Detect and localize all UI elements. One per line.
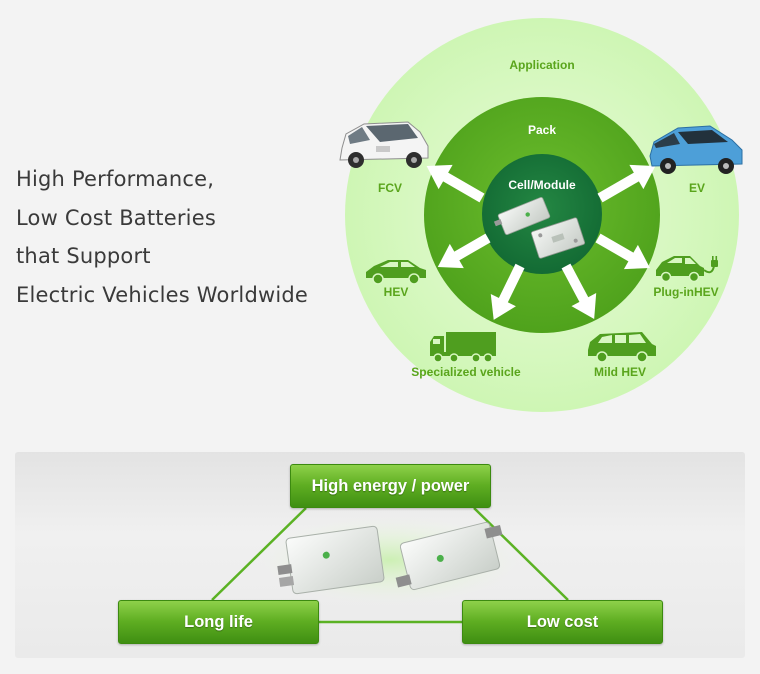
mild-hev-label: Mild HEV: [593, 365, 647, 379]
triangle-edge-left: [211, 507, 307, 601]
pack-ring-label: Pack: [527, 123, 557, 137]
cell-image: [493, 197, 551, 235]
arrow-to-ev-icon: [597, 164, 656, 203]
high-energy-power-button[interactable]: High energy / power: [290, 464, 491, 508]
battery-cell-left-image: [277, 525, 385, 595]
arrow-to-plugin-hev-icon: [595, 233, 650, 270]
arrow-to-specialized-icon: [490, 263, 525, 320]
fcv-label: FCV: [378, 181, 402, 195]
ev-car-icon: [649, 125, 743, 174]
headline-line-3: that Support: [16, 244, 151, 268]
specialized-truck-icon: [430, 332, 496, 363]
plugin-hev-label: Plug-inHEV: [653, 285, 719, 299]
specialized-vehicle-label: Specialized vehicle: [411, 365, 521, 379]
application-ring-label: Application: [509, 58, 575, 72]
fcv-suv-icon: [339, 121, 429, 168]
battery-cell-right-image: [395, 521, 503, 591]
headline-line-2: Low Cost Batteries: [16, 205, 216, 230]
module-image: [530, 217, 586, 259]
arrow-to-mild-hev-icon: [561, 263, 597, 319]
cell-module-label: Cell/Module: [508, 178, 576, 192]
hev-label: HEV: [383, 285, 409, 299]
ev-label: EV: [688, 181, 706, 195]
headline-line-1: High Performance,: [16, 167, 215, 191]
arrow-to-fcv-icon: [426, 164, 485, 203]
headline: High Performance, Low Cost Batteries tha…: [16, 160, 308, 314]
headline-line-4: Electric Vehicles Worldwide: [16, 282, 309, 307]
triangle-edge-right: [473, 507, 569, 601]
arrows: [426, 164, 656, 320]
plugin-hev-car-icon: [656, 256, 718, 283]
arrow-to-hev-icon: [437, 233, 491, 269]
long-life-button[interactable]: Long life: [118, 600, 319, 644]
low-cost-button[interactable]: Low cost: [462, 600, 663, 644]
application-diagram: [339, 18, 743, 412]
hev-car-icon: [366, 260, 426, 285]
mild-hev-minivan-icon: [588, 332, 656, 363]
